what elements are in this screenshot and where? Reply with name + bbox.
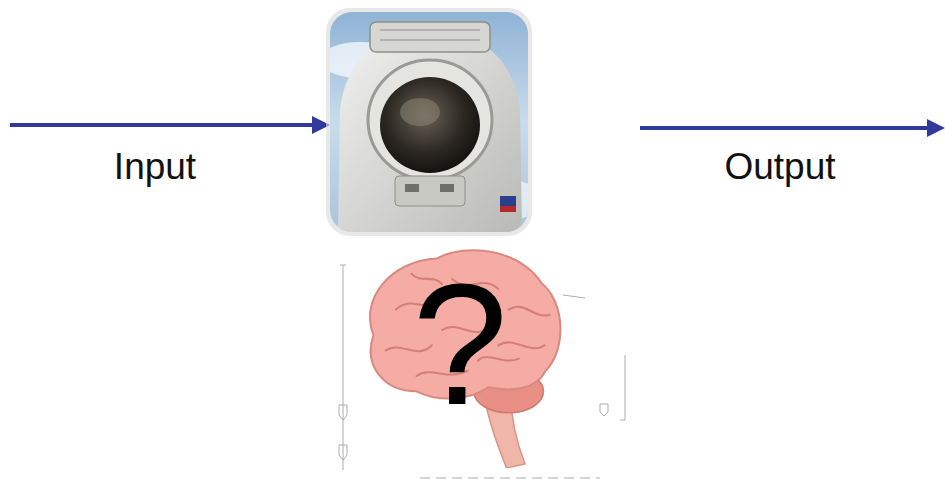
circuit-wire xyxy=(340,265,346,266)
circuit-component xyxy=(339,445,347,460)
circuit-wire xyxy=(343,265,344,470)
input-arrow xyxy=(10,116,330,134)
circuit-wire xyxy=(625,355,626,420)
backpack-detail xyxy=(380,40,480,41)
chest-panel xyxy=(395,176,465,206)
circuit-wire xyxy=(563,295,585,298)
backpack xyxy=(370,22,490,52)
brain-node: ? xyxy=(355,238,565,468)
arrow-shaft xyxy=(10,123,314,127)
chest-control xyxy=(440,184,454,192)
io-label: Output xyxy=(724,148,835,185)
arrow-shaft xyxy=(640,126,928,130)
circuit-wire xyxy=(420,478,600,479)
spacesuit xyxy=(338,28,522,232)
visor-reflection xyxy=(400,98,440,126)
backpack-detail xyxy=(380,30,480,31)
arrow-head xyxy=(927,119,945,137)
visor xyxy=(380,77,480,173)
chest-control xyxy=(405,184,419,192)
question-mark: ? xyxy=(355,258,565,430)
circuit-component xyxy=(600,404,608,416)
output-arrow xyxy=(640,119,945,137)
circuit-component xyxy=(339,405,347,420)
flag-patch xyxy=(500,196,516,206)
io-label: Input xyxy=(114,148,196,185)
circuit-wire xyxy=(620,420,625,421)
flag-patch xyxy=(500,206,516,212)
astronaut-photo xyxy=(320,8,545,236)
helmet xyxy=(368,60,492,180)
brain-fold xyxy=(509,307,550,316)
